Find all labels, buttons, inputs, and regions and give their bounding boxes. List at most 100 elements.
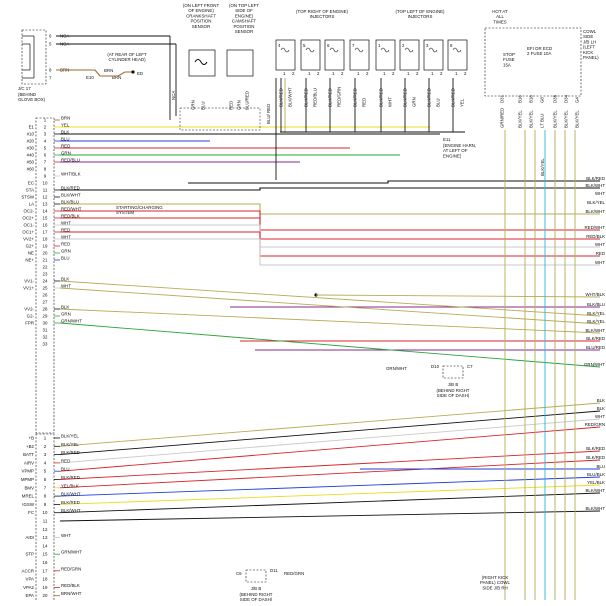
ecm-pin-number: 16 <box>43 223 48 228</box>
ecm-signal-label: ACCR <box>22 568 34 573</box>
right-wire <box>59 410 601 456</box>
right-wire <box>59 308 601 334</box>
ecm-signal-label: FC <box>28 510 34 515</box>
injector-wire-label: RED/BLU <box>313 88 318 107</box>
injector-coil <box>404 47 414 53</box>
crank-wire-label: GRN <box>191 100 196 110</box>
svg-text:8: 8 <box>450 43 453 48</box>
ecm-wire-label: WHT <box>61 235 71 240</box>
e10-brn2: BRN <box>112 75 121 80</box>
svg-text:2: 2 <box>341 71 344 76</box>
ecm-signal-label: VV1+ <box>23 286 34 291</box>
c6-jb-label: J/B B <box>251 586 262 591</box>
right-edge-wire-label: RED/BLK <box>586 234 605 239</box>
right-edge-wire-label: WHT <box>595 191 605 196</box>
svg-text:7: 7 <box>352 43 355 48</box>
right-edge-wire-label: BLU/BLK <box>587 472 605 477</box>
ecm-wire-label: BLK/WHT <box>61 492 81 497</box>
cam-wire-label: BLU/RED <box>245 91 250 110</box>
ecm-pin-number: 23 <box>43 272 48 277</box>
ecm-pin-number: 5 <box>44 469 47 474</box>
ecm-wire-label: WHT <box>61 284 71 289</box>
right-edge-wire-label: RED/GRN <box>585 422 605 427</box>
svg-text:2: 2 <box>464 71 467 76</box>
ecm-pin-number: 14 <box>43 209 48 214</box>
ecm-signal-label: IGSW <box>22 502 35 507</box>
svg-text:4: 4 <box>278 43 281 48</box>
right-edge-wire-label: GRN/WHT <box>584 362 605 367</box>
svg-text:2: 2 <box>416 71 419 76</box>
ecm-wire-label: YEL/BLK <box>61 483 79 488</box>
ecm-signal-label: LA <box>29 202 34 207</box>
injector-wire-label: YEL <box>460 98 465 107</box>
right-edge-wire-label: BLK/WHT <box>585 488 605 493</box>
ecm-signal-label: EPA <box>26 593 35 598</box>
ecm-signal-label: G2+ <box>26 244 35 249</box>
ecm-pin-number: 13 <box>43 202 48 207</box>
svg-text:2: 2 <box>317 71 320 76</box>
ecm-pin-number: 32 <box>43 335 48 340</box>
ecm-pin-number: 8 <box>44 494 47 499</box>
ecm-pin-number: 25 <box>43 286 48 291</box>
jc17-pin-5: 5 <box>49 42 52 47</box>
ecm-wire-label: BLU <box>61 467 70 472</box>
ecm-pin-number: 17 <box>43 230 48 235</box>
right-edge-wire-label: WHT <box>595 414 605 419</box>
right-edge-wire-label: BLK <box>597 398 605 403</box>
svg-text:5: 5 <box>303 43 306 48</box>
ecm-pin-number: 33 <box>43 342 48 347</box>
right-edge-wire-label: BLU <box>596 464 605 469</box>
ecm-signal-label: NE <box>28 251 34 256</box>
injector-wire-label: BLK/RED <box>451 88 456 107</box>
ecm-signal-label: E1 <box>29 125 35 130</box>
svg-text:1: 1 <box>332 71 335 76</box>
cam-wire-label: GRN <box>237 100 242 110</box>
right-wire <box>315 294 601 298</box>
ecm-pin-number: 9 <box>44 174 47 179</box>
blu-red-vertical-label: BLU/ RED <box>266 104 271 124</box>
right-wire <box>59 426 601 472</box>
ecm-pin-number: 15 <box>43 552 48 557</box>
cowl-wire-label: BLK/YEL <box>553 110 558 128</box>
right-route-wire <box>60 238 600 266</box>
ecm-pin-number: 7 <box>44 485 47 490</box>
ecm-wire-label: BRN/WHT <box>61 591 82 596</box>
ecm-pin-number: 6 <box>44 477 47 482</box>
cowl-pin-label: D31 <box>500 94 505 103</box>
ecm-wire-label: BLK/BLU <box>61 200 79 205</box>
ecm-wire-label: RED <box>61 242 70 247</box>
injector-wire-label: WHT <box>388 97 393 107</box>
ecm-signal-label: OC2+ <box>22 216 34 221</box>
ecm-wire-label: BLK/RED <box>61 186 80 191</box>
ecm-wire-label: BRN <box>61 116 70 121</box>
ecm-signal-label: G2- <box>27 314 35 319</box>
ecm-pin-number: 9 <box>44 502 47 507</box>
ecm-signal-label: NE+ <box>25 258 34 263</box>
injector-wire-label: BLK/RED <box>379 88 384 107</box>
right-edge-wire-label: RED <box>596 251 605 256</box>
shield-box <box>179 107 261 131</box>
injector-wire-label: RED <box>362 98 367 107</box>
ecm-signal-label: STA <box>26 188 34 193</box>
jc17-pin-6: 6 <box>49 34 52 39</box>
ecm-pin-number: 13 <box>43 535 48 540</box>
right-route-wire <box>60 187 600 191</box>
right-edge-wire-label: BLK/RED <box>586 455 605 460</box>
svg-text:2: 2 <box>402 43 405 48</box>
ecm-wire-label: BLK/WHT <box>61 508 81 513</box>
right-edge-wire-label: BLK/YEL <box>587 311 605 316</box>
ecm-signal-label: FPR <box>25 321 34 326</box>
ecm-signal-label: EC <box>28 181 34 186</box>
right-edge-wire-label: BLK/RED <box>586 336 605 341</box>
ecm-pin-number: 28 <box>43 307 48 312</box>
svg-text:1: 1 <box>455 71 458 76</box>
cowl-pin-label: D35 <box>553 94 558 103</box>
